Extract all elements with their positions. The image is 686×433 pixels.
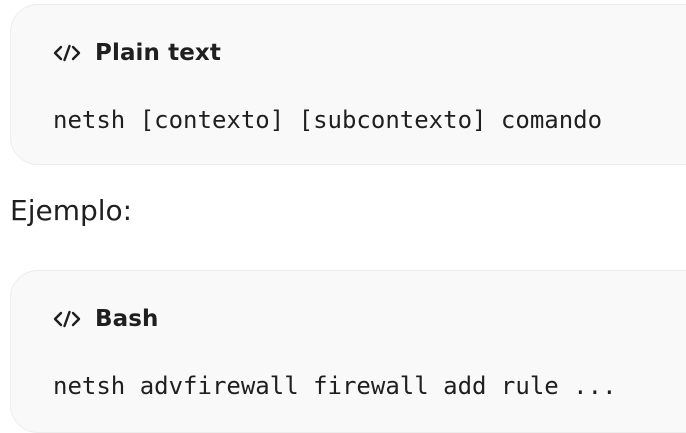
code-content: netsh [contexto] [subcontexto] comando: [53, 106, 603, 134]
code-block-header: Bash: [53, 305, 159, 333]
code-block-plain-text: Plain text netsh [contexto] [subcontexto…: [10, 4, 686, 165]
code-icon: [53, 43, 81, 63]
paragraph-text: Ejemplo:: [10, 194, 133, 227]
code-content: netsh advfirewall firewall add rule ...: [53, 372, 617, 400]
code-language-label: Bash: [95, 306, 159, 332]
code-block-header: Plain text: [53, 39, 221, 67]
code-language-label: Plain text: [95, 40, 221, 66]
code-block-bash: Bash netsh advfirewall firewall add rule…: [10, 270, 686, 433]
code-icon: [53, 309, 81, 329]
